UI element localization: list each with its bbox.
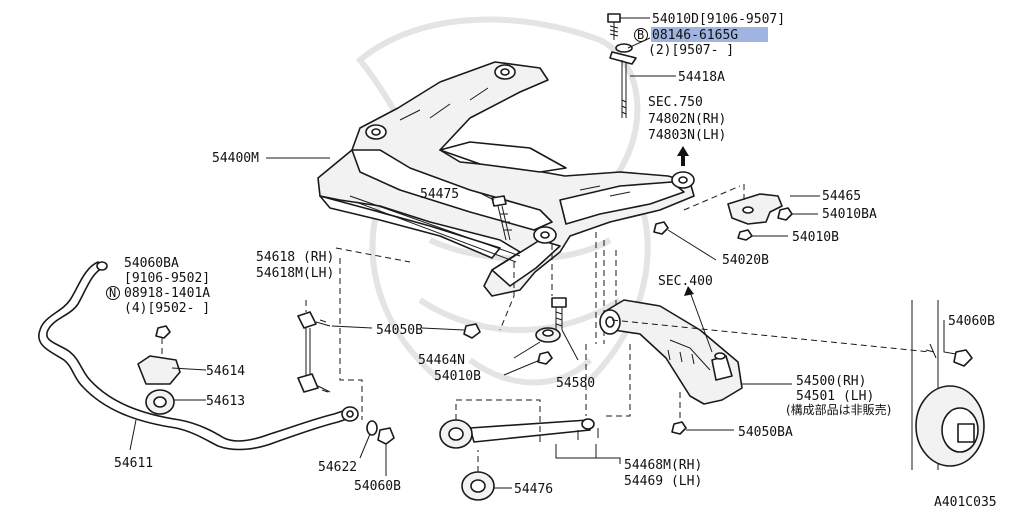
nut-54050b[interactable]	[463, 323, 481, 339]
label-54060b-right[interactable]: 54060B	[948, 314, 995, 329]
label-54010b-upper[interactable]: 54010B	[792, 230, 839, 245]
label-circled-b: B	[637, 28, 644, 42]
highlight-08146	[651, 27, 768, 42]
label-54500[interactable]: 54500(RH)	[796, 374, 866, 389]
label-54618m[interactable]: 54618M(LH)	[256, 266, 334, 281]
bolt-54010d[interactable]	[607, 13, 621, 40]
nut-54050ba[interactable]	[671, 421, 687, 435]
label-54501[interactable]: 54501 (LH)	[796, 389, 874, 404]
label-54613[interactable]: 54613	[206, 394, 245, 409]
label-08918[interactable]: 08918-1401A	[124, 286, 210, 301]
figure-code: A401C035	[934, 495, 997, 510]
label-54468m[interactable]: 54468M(RH)	[624, 458, 702, 473]
nut-54060b-left[interactable]	[377, 427, 395, 445]
label-54418a[interactable]: 54418A	[678, 70, 725, 85]
arrow-sec400-icon	[684, 286, 713, 353]
stabilizer-link-54618[interactable]	[297, 311, 331, 393]
mount-bracket-54465[interactable]	[727, 193, 783, 225]
bushing-54476[interactable]	[461, 471, 495, 501]
washer-08146[interactable]	[615, 43, 633, 53]
label-74802n[interactable]: 74802N(RH)	[648, 112, 726, 127]
nut-54010b-lower[interactable]	[537, 351, 553, 365]
label-54611[interactable]: 54611	[114, 456, 153, 471]
lower-control-arm-54500[interactable]	[599, 299, 743, 405]
label-74803n[interactable]: 74803N(LH)	[648, 128, 726, 143]
label-circled-n: N	[109, 286, 116, 300]
label-54060ba[interactable]: 54060BA	[124, 256, 179, 271]
label-54580[interactable]: 54580	[556, 376, 595, 391]
label-54050b[interactable]: 54050B	[376, 323, 423, 338]
labels: 54010D[9106-9507] B 08146-6165G (2)[9507…	[106, 12, 997, 510]
label-54060ba-range: [9106-9502]	[124, 271, 210, 286]
label-54469[interactable]: 54469 (LH)	[624, 474, 702, 489]
subframe-54400m[interactable]	[317, 61, 695, 297]
label-54475[interactable]: 54475	[420, 187, 459, 202]
nut-54060ba[interactable]	[155, 325, 171, 339]
nut-54060b-right[interactable]	[953, 349, 973, 367]
washer-54622[interactable]	[366, 420, 378, 436]
bolt-54580[interactable]	[551, 297, 567, 330]
hub-rotor[interactable]	[915, 385, 985, 467]
label-sec400: SEC.400	[658, 274, 713, 289]
stud-54418a[interactable]	[609, 51, 637, 118]
label-54622[interactable]: 54622	[318, 460, 357, 475]
nut-54010ba[interactable]	[777, 207, 793, 221]
nut-54010b-upper[interactable]	[737, 229, 753, 241]
circled-b-icon	[634, 28, 648, 42]
label-54618[interactable]: 54618 (RH)	[256, 250, 334, 265]
label-08146[interactable]: 08146-6165G	[652, 28, 738, 43]
label-54020b[interactable]: 54020B	[722, 253, 769, 268]
label-08918-note: (4)[9502- ]	[124, 301, 210, 316]
label-54614[interactable]: 54614	[206, 364, 245, 379]
nut-54020b[interactable]	[653, 221, 669, 235]
arrow-sec750-icon	[677, 146, 689, 166]
label-54501-note: (構成部品は非販売)	[786, 402, 891, 417]
label-08146-note: (2)[9507- ]	[648, 43, 734, 58]
label-54400m[interactable]: 54400M	[212, 151, 259, 166]
label-54050ba[interactable]: 54050BA	[738, 425, 793, 440]
bushing-54464n[interactable]	[535, 327, 561, 343]
bolt-54475[interactable]	[491, 195, 512, 241]
label-54010d: 54010D[9106-9507]	[652, 12, 785, 27]
label-54010ba[interactable]: 54010BA	[822, 207, 877, 222]
bracket-54614[interactable]	[137, 355, 181, 385]
transverse-link-54468m[interactable]	[439, 418, 599, 449]
bushing-54613[interactable]	[145, 389, 175, 415]
stabilizer-bar-54611[interactable]	[38, 261, 359, 451]
label-54010b-lower[interactable]: 54010B	[434, 369, 481, 384]
label-54464n[interactable]: 54464N	[418, 353, 465, 368]
label-54476[interactable]: 54476	[514, 482, 553, 497]
label-54465[interactable]: 54465	[822, 189, 861, 204]
label-54060b-left[interactable]: 54060B	[354, 479, 401, 494]
circled-n-icon	[106, 286, 120, 300]
label-sec750: SEC.750	[648, 95, 703, 110]
